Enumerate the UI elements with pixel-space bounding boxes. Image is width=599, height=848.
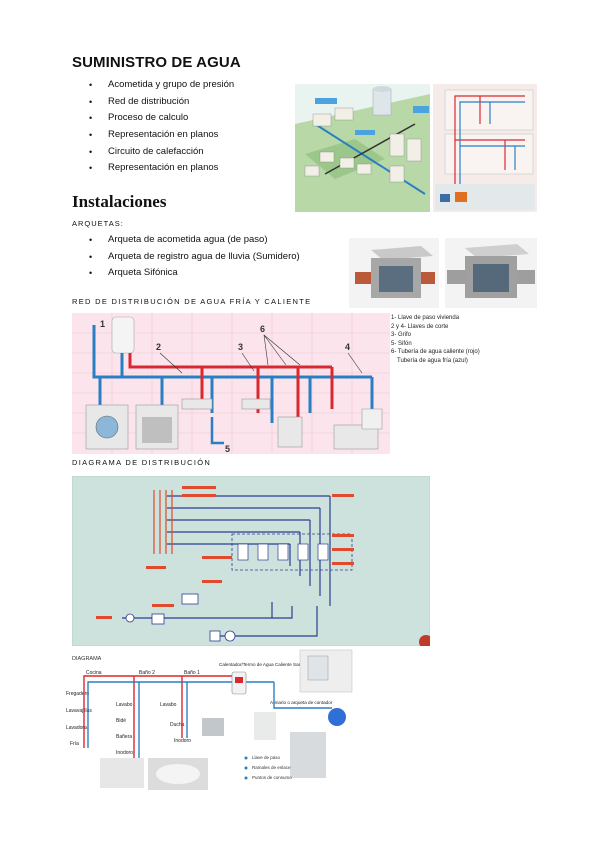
red-num-2: 2 bbox=[156, 342, 161, 352]
room-bano-2: Baño 2 bbox=[139, 670, 155, 676]
list-item: Arqueta de registro agua de lluvia (Sumi… bbox=[89, 249, 300, 266]
legend-item: 1- Llave de paso vivienda bbox=[391, 315, 460, 321]
arquetas-images bbox=[349, 238, 537, 308]
list-item: Circuito de calefacción bbox=[89, 144, 234, 161]
diagrama-distribucion-label: DIAGRAMA DE DISTRIBUCIÓN bbox=[72, 458, 212, 467]
diagrama-title: DIAGRAMA bbox=[72, 656, 102, 662]
list-item: Representación en planos bbox=[89, 160, 234, 177]
room-bano-1: Baño 1 bbox=[184, 670, 200, 676]
fixture-inodoro-1: Inodoro bbox=[174, 738, 191, 744]
fixture-lavavajillas: Lavavajillas bbox=[66, 708, 92, 714]
legend-item: 6- Tubería de agua caliente (rojo) bbox=[391, 349, 480, 356]
red-num-6: 6 bbox=[260, 324, 265, 334]
section-title-instalaciones: Instalaciones bbox=[72, 192, 167, 211]
red-distribucion-diagram: 1 2 3 6 4 5 bbox=[72, 313, 390, 454]
legend-ramales: Ramales de enlace bbox=[252, 765, 291, 770]
water-supply-illustration bbox=[295, 84, 537, 212]
fixture-lavabo-2: Lavabo bbox=[116, 702, 133, 708]
red-num-3: 3 bbox=[238, 342, 243, 352]
legend-item: 2 y 4- Llaves de corte bbox=[391, 323, 449, 330]
fixture-lavadora: Lavadora bbox=[66, 725, 87, 731]
list-item: Arqueta de acometida agua (de paso) bbox=[89, 232, 300, 249]
room-cocina: Cocina bbox=[86, 670, 102, 676]
fixture-fria: Fría bbox=[70, 741, 79, 747]
red-num-4: 4 bbox=[345, 342, 350, 352]
legend-puntos: Puntos de consumo bbox=[252, 775, 292, 780]
meter-label: Armario o arqueta de contador bbox=[270, 700, 333, 705]
diagrama-distribucion-diagram bbox=[71, 475, 433, 649]
fixture-inodoro-2: Inodoro bbox=[116, 750, 133, 756]
suministro-list: Acometida y grupo de presión Red de dist… bbox=[89, 77, 234, 177]
fixture-ducha: Ducha bbox=[170, 722, 185, 728]
legend-item: 5- Sifón bbox=[391, 340, 412, 347]
section-title-suministro: SUMINISTRO DE AGUA bbox=[72, 54, 241, 71]
red-num-5: 5 bbox=[225, 444, 230, 454]
arquetas-label: ARQUETAS: bbox=[72, 219, 124, 228]
fixture-banera: Bañera bbox=[116, 734, 132, 740]
legend-item: 3- Grifo bbox=[391, 332, 412, 339]
red-num-1: 1 bbox=[100, 319, 105, 329]
list-item: Representación en planos bbox=[89, 127, 234, 144]
heater-label: Calentador/Termo de Agua Caliente Sanita… bbox=[219, 662, 312, 667]
red-legend: 1- Llave de paso vivienda 2 y 4- Llaves … bbox=[391, 314, 480, 366]
legend-item: Tubería de agua fría (azul) bbox=[397, 357, 468, 364]
fixture-bide: Bidé bbox=[116, 718, 126, 724]
fixture-fregadero: Fregadero bbox=[66, 691, 89, 697]
red-distribucion-label: RED DE DISTRIBUCIÓN DE AGUA FRÍA Y CALIE… bbox=[72, 297, 312, 306]
diagrama-fixtures: DIAGRAMA Cocina Baño 2 Baño 1 Calentador… bbox=[64, 648, 354, 790]
list-item: Acometida y grupo de presión bbox=[89, 77, 234, 94]
list-item: Arqueta Sifónica bbox=[89, 265, 300, 282]
list-item: Red de distribución bbox=[89, 94, 234, 111]
list-item: Proceso de calculo bbox=[89, 110, 234, 127]
fixture-lavabo-1: Lavabo bbox=[160, 702, 177, 708]
arquetas-list: Arqueta de acometida agua (de paso) Arqu… bbox=[89, 232, 300, 282]
legend-llave-de-paso: Llave de paso bbox=[252, 755, 281, 760]
